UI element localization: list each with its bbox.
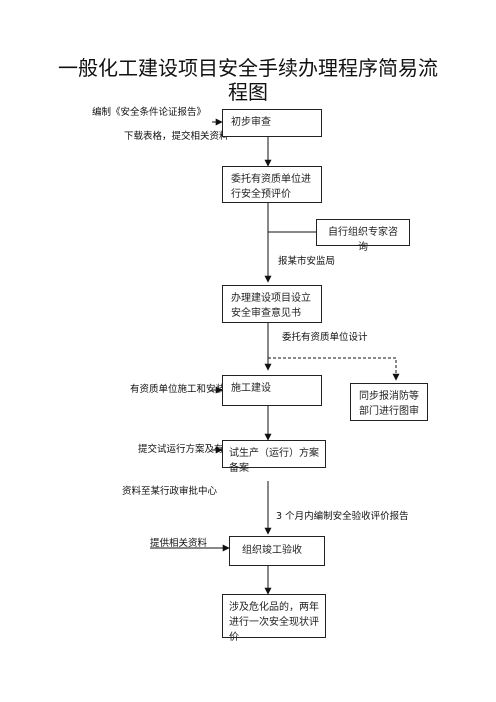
label-report-city-bureau: 报某市安监局 [278, 256, 336, 267]
box-design-review-opinion: 办理建设项目设立安全审查意见书 [222, 285, 322, 323]
box-expert-consult: 自行组织专家咨询 [316, 219, 410, 253]
label-entrust-design: 委托有资质单位设计 [282, 332, 368, 343]
box-initial-review: 初步审查 [222, 109, 322, 137]
page-title-line-2: 程图 [228, 80, 268, 104]
label-materials-center: 资料至某行政审批中心 [122, 486, 218, 497]
label-three-month-report: 3 个月内编制安全验收评价报告 [276, 511, 409, 522]
box-status-evaluation: 涉及危化品的，两年进行一次安全现状评价 [222, 594, 326, 643]
label-compile-report: 编制《安全条件论证报告》 [92, 107, 207, 118]
box-pre-evaluation: 委托有资质单位进行安全预评价 [222, 166, 322, 203]
page-title-line-1: 一般化工建设项目安全手续办理程序简易流 [58, 56, 438, 80]
box-construction: 施工建设 [222, 375, 322, 406]
label-submit-trial-plan: 提交试运行方案及有关 [138, 444, 234, 455]
dashed-line-to-fire-review [268, 357, 400, 381]
box-trial-production: 试生产（运行）方案备案 [222, 440, 326, 474]
label-qualified-construction: 有资质单位施工和安装 [130, 384, 226, 395]
label-submit-materials: 下载表格，提交相关资料 [124, 131, 229, 142]
label-provide-materials: 提供相关资料 [150, 538, 208, 549]
box-fire-review: 同步报消防等部门进行图审 [350, 383, 428, 421]
box-completion-acceptance: 组织竣工验收 [229, 536, 325, 566]
